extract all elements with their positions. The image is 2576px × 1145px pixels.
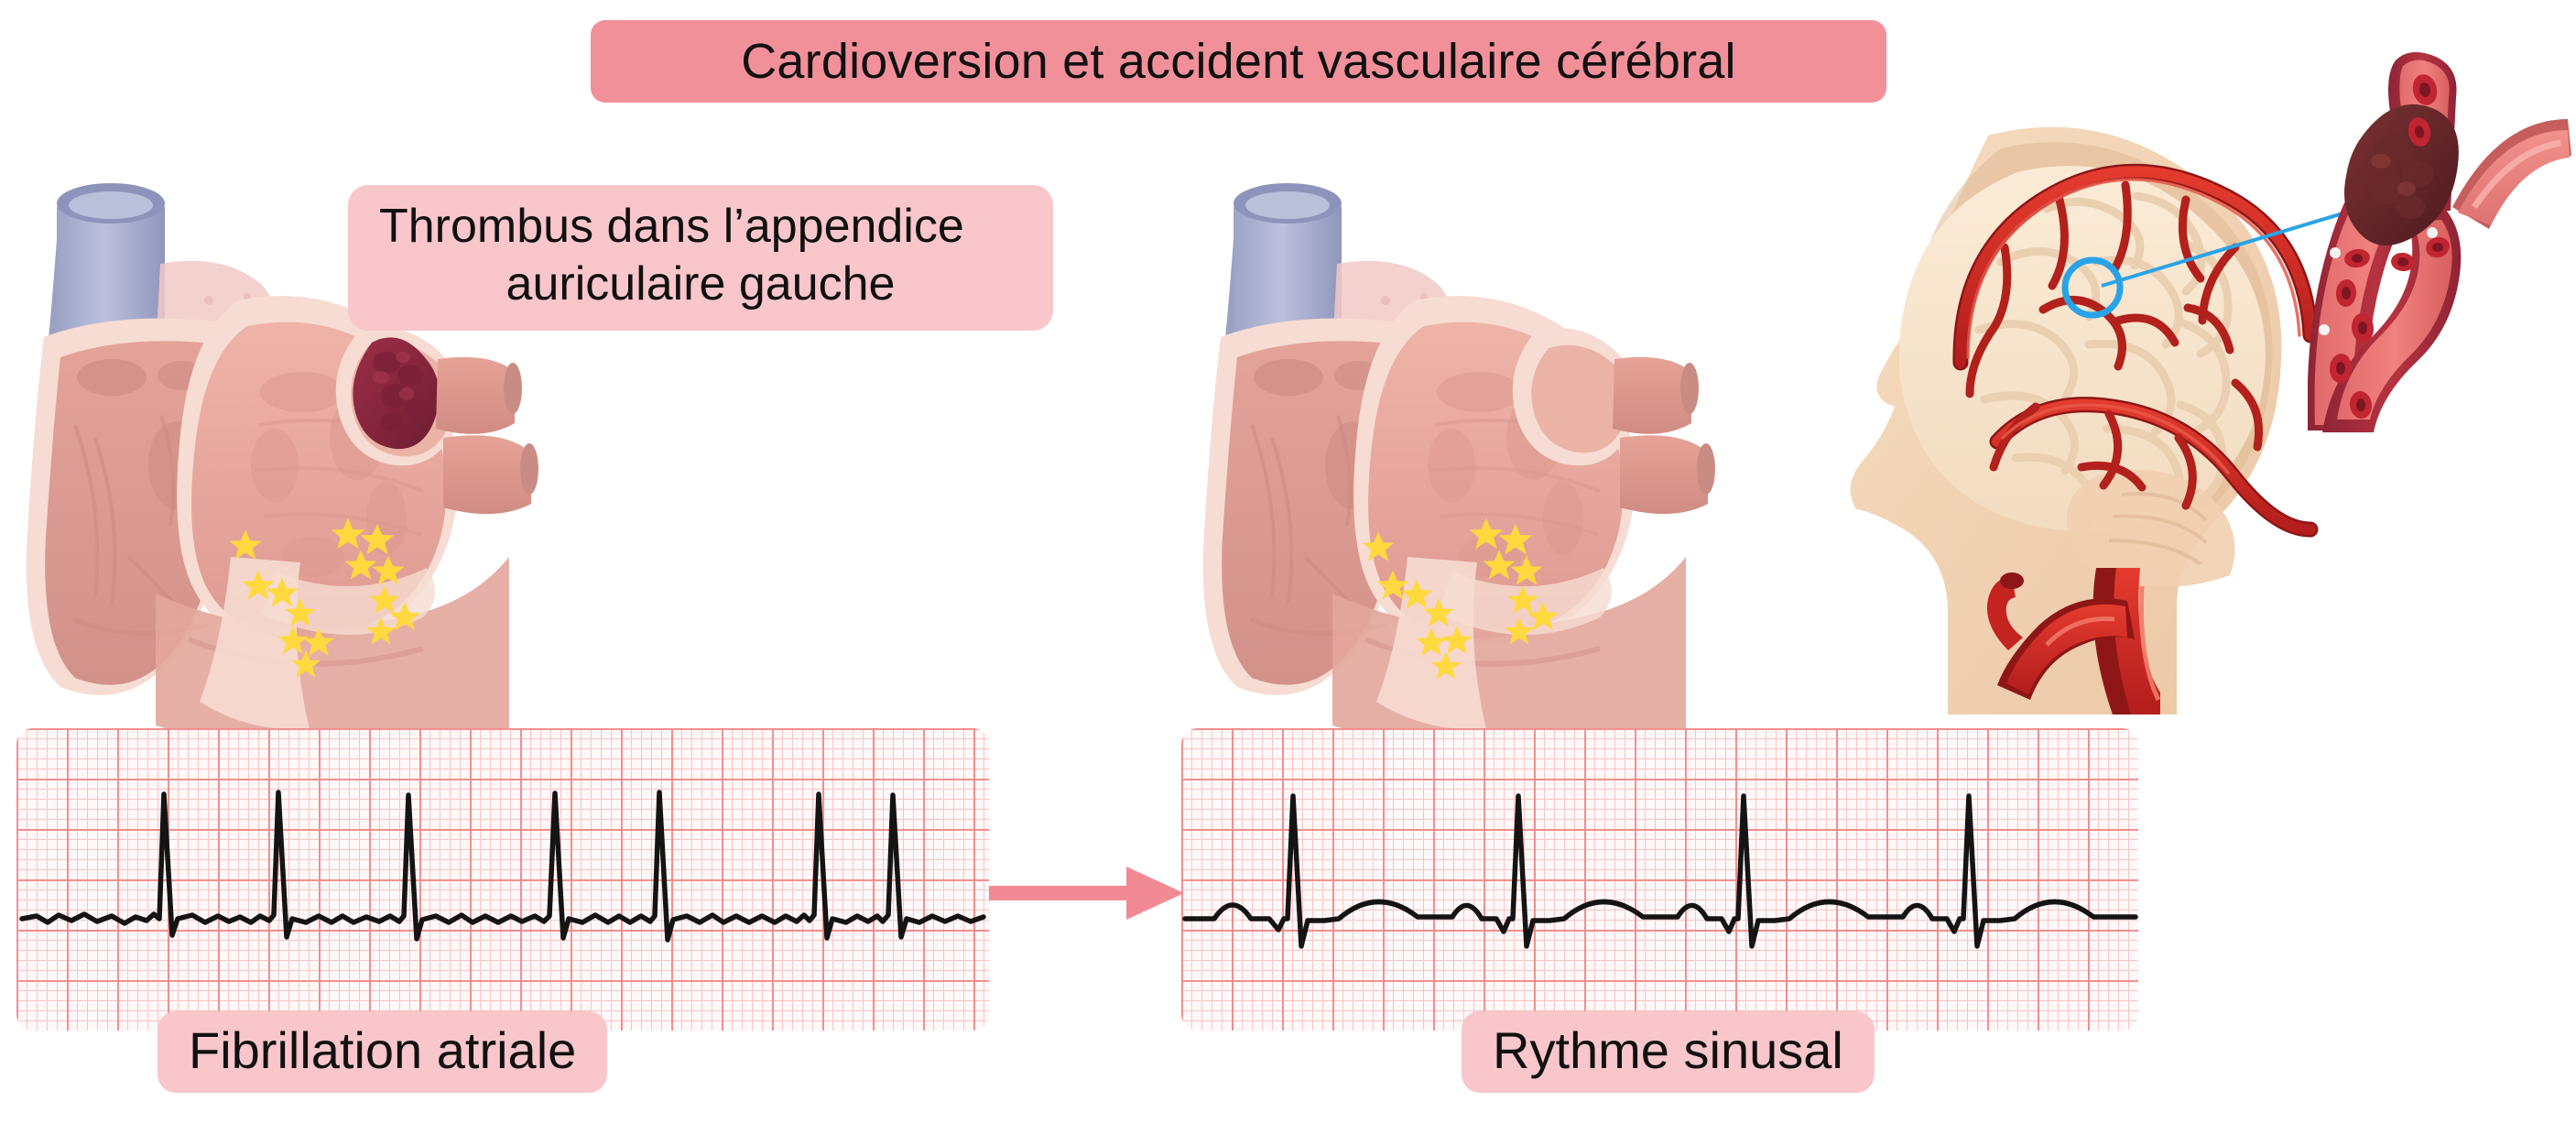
vessel-inset-illustration <box>2308 9 2576 449</box>
cardioversion-arrow <box>989 861 1186 925</box>
carotid-artery <box>1986 568 2161 714</box>
thrombus-callout-label: Thrombus dans l’appendice auriculaire ga… <box>348 185 1053 331</box>
page-title-text: Cardioversion et accident vasculaire cér… <box>741 34 1736 89</box>
ecg-trace-afib <box>19 790 986 943</box>
ecg-strip-sinus-rhythm <box>1181 728 2138 1030</box>
pulmonary-veins <box>1613 356 1715 515</box>
thrombus-callout-line1: Thrombus dans l’appendice <box>379 200 964 253</box>
ecg-label-sinus-text: Rythme sinusal <box>1493 1021 1843 1079</box>
pulmonary-veins <box>436 356 538 515</box>
left-heart-chamber <box>1353 295 1638 647</box>
heart-illustration-sinus <box>1149 163 1735 768</box>
ecg-grid-bold <box>16 728 989 1030</box>
thrombus <box>353 337 440 450</box>
ecg-grid-bold <box>1181 728 2138 1030</box>
chaotic-activity-stars <box>1362 518 1559 680</box>
red-blood-cells <box>2329 74 2450 419</box>
heart-illustration-afib <box>0 163 559 768</box>
white-blood-cells <box>2319 227 2438 335</box>
ecg-trace-sinus <box>1182 793 2138 949</box>
ecg-label-afib-text: Fibrillation atriale <box>189 1021 577 1079</box>
ecg-label-atrial-fibrillation: Fibrillation atriale <box>158 1011 608 1093</box>
embolus <box>2344 104 2459 245</box>
cerebral-arteries <box>1952 163 2319 538</box>
head-brain-illustration <box>1772 92 2358 714</box>
chaotic-activity-stars <box>229 518 420 678</box>
thrombus-callout-line2: auriculaire gauche <box>505 257 896 311</box>
page-title: Cardioversion et accident vasculaire cér… <box>591 20 1886 103</box>
ecg-label-sinus-rhythm: Rythme sinusal <box>1462 1011 1875 1093</box>
stroke-site-callout <box>2061 207 2358 319</box>
ecg-strip-atrial-fibrillation <box>16 728 989 1030</box>
